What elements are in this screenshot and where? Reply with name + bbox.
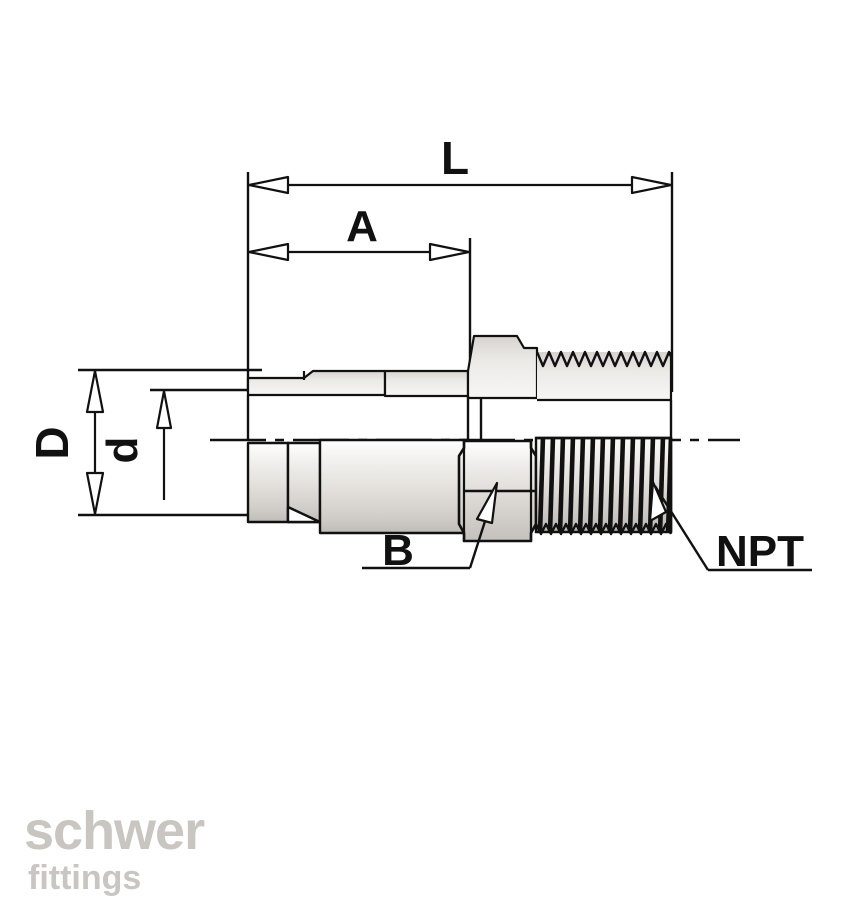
arrowhead-D-bottom	[85, 471, 105, 516]
upper-tube-wall-left	[246, 369, 387, 397]
arrowhead-d-top	[155, 389, 173, 430]
dimension-L: L	[246, 132, 674, 392]
arrowhead-L-right	[630, 175, 673, 195]
dimension-A: A	[247, 202, 472, 392]
fitting-lower-profile	[246, 436, 673, 543]
tube-taper-chamfer	[286, 505, 322, 524]
callout-NPT-leader	[653, 485, 710, 571]
callout-label-B: B	[382, 526, 414, 575]
arrowhead-D-top	[85, 369, 105, 414]
arrowhead-L-left	[247, 175, 290, 195]
dimension-label-d: d	[98, 437, 147, 464]
dimension-D: D	[26, 368, 262, 517]
fitting-upper-profile	[246, 334, 673, 440]
callout-B-arrowhead	[475, 481, 499, 525]
dimension-d: d	[98, 388, 262, 500]
upper-hex-flat	[466, 334, 539, 400]
tube-barrel	[318, 438, 470, 535]
brand-logo: schwer fittings	[24, 801, 206, 897]
callout-NPT: NPT	[648, 480, 812, 576]
logo-wordmark: schwer	[24, 801, 205, 861]
callout-label-NPT: NPT	[716, 527, 804, 576]
dimension-label-D: D	[26, 426, 78, 459]
callout-NPT-arrowhead	[648, 480, 668, 523]
upper-thread-crests	[537, 350, 671, 368]
upper-thread-zigzag	[537, 350, 671, 368]
dimension-label-A: A	[346, 202, 378, 251]
dimension-label-L: L	[441, 132, 469, 184]
npt-thread-sawtooth-bottom	[534, 522, 673, 536]
callout-B: B	[362, 481, 499, 575]
upper-body-band	[383, 369, 470, 398]
tube-end-collar	[246, 441, 290, 524]
arrowhead-A-right	[428, 242, 471, 262]
arrowhead-A-left	[247, 242, 290, 262]
logo-tagline: fittings	[28, 859, 141, 897]
